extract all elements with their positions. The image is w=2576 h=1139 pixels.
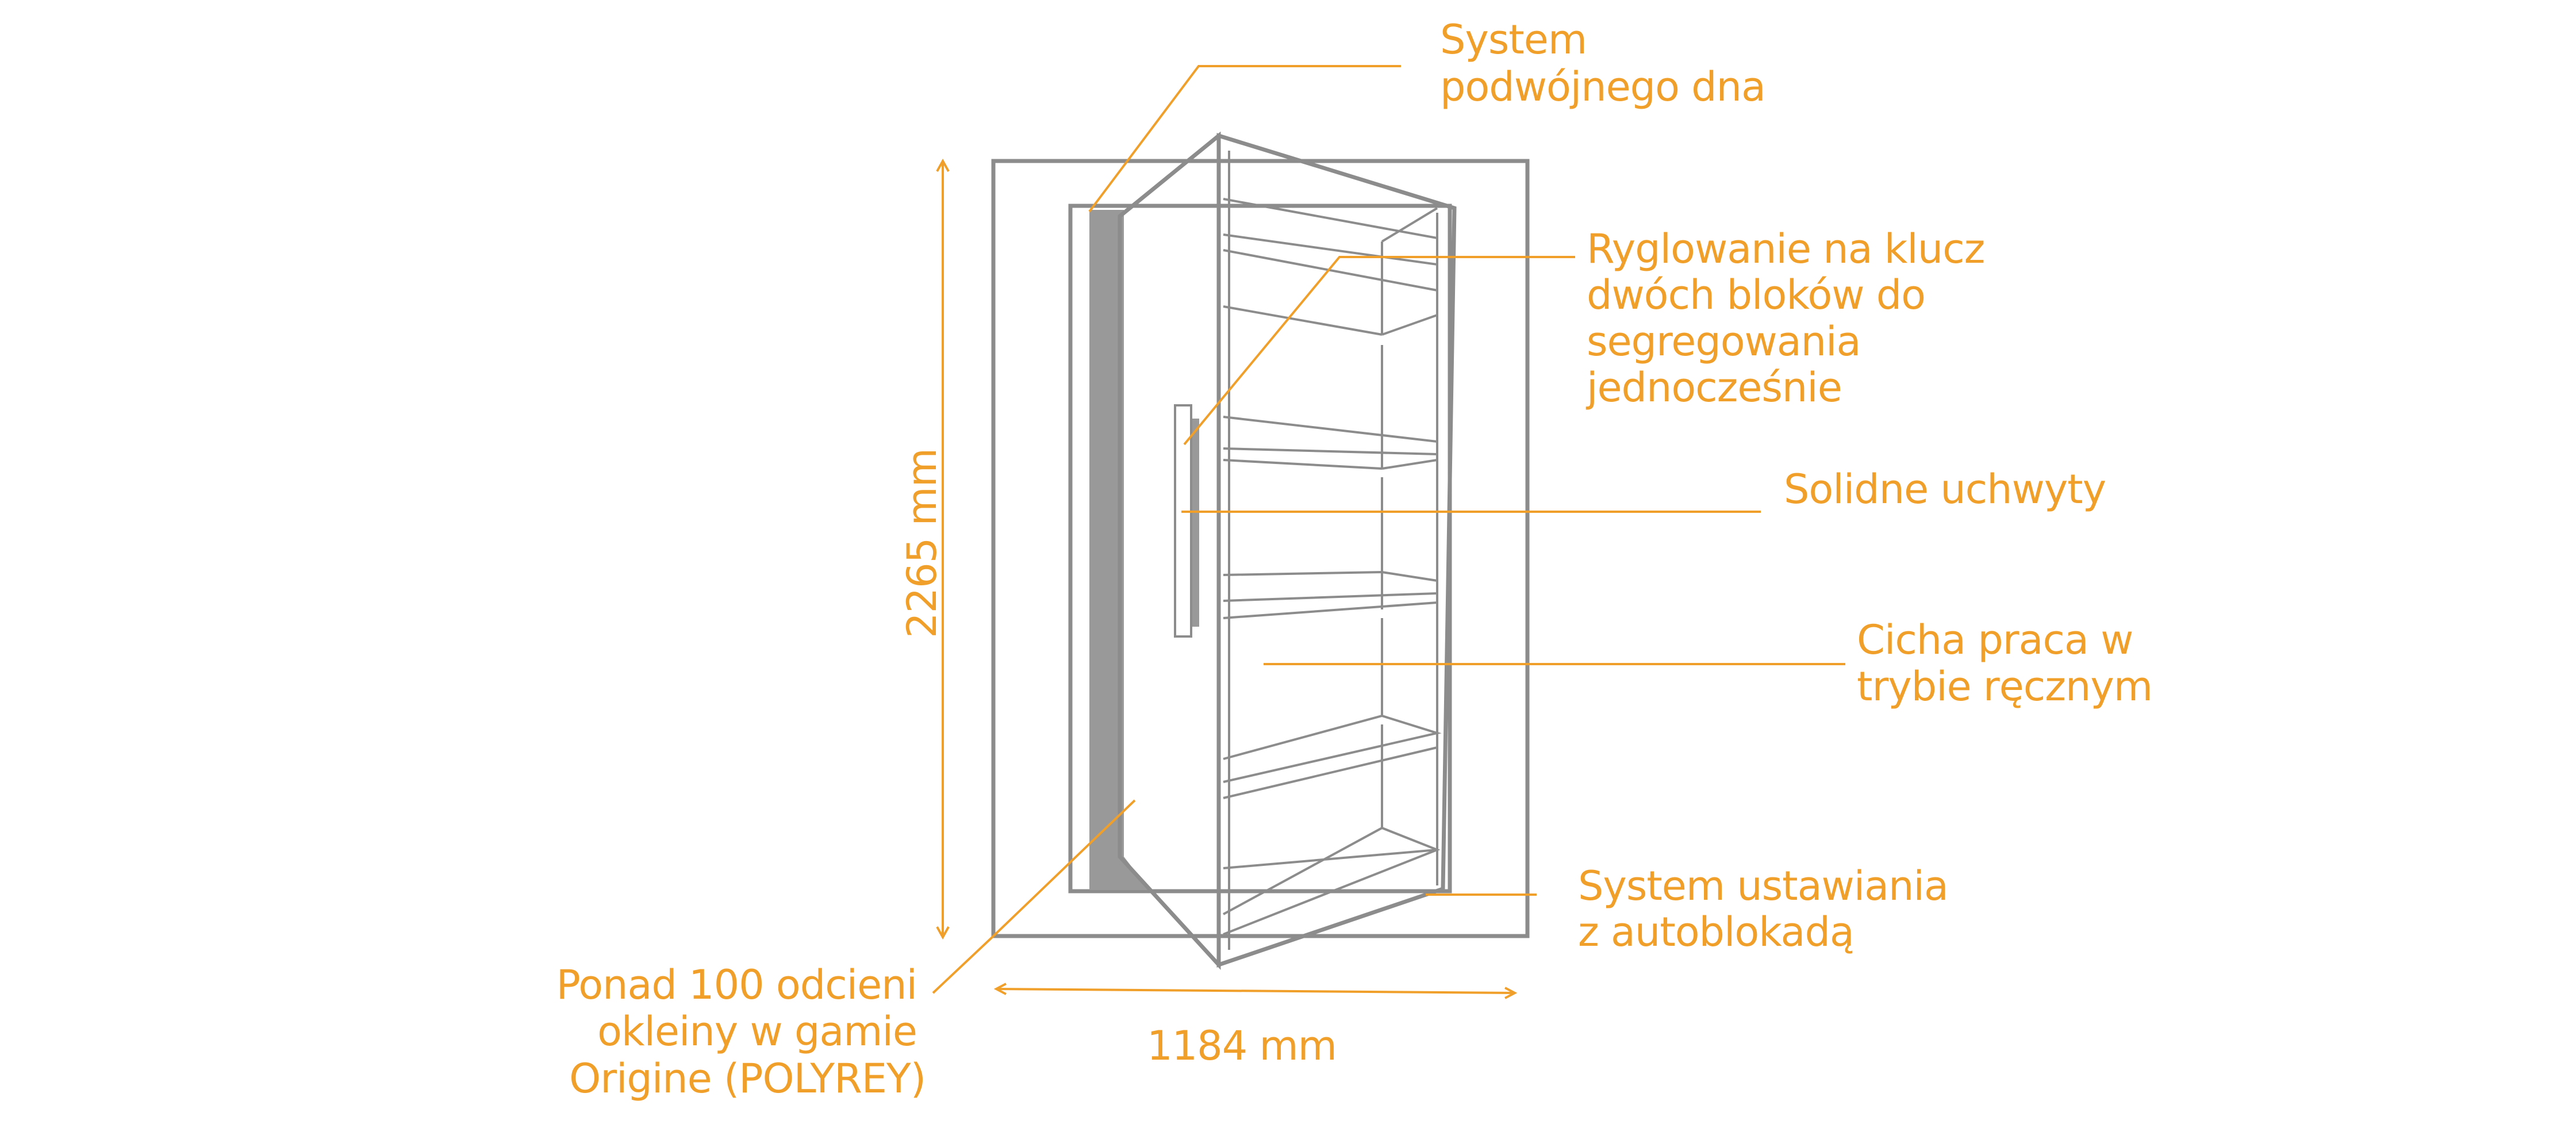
width-label: 1184 mm [1147, 1022, 1337, 1069]
width-arrow [996, 988, 1515, 994]
callout-key-locking-line-3: segregowania [1587, 318, 1860, 365]
width-dimension: 1184 mm [993, 983, 1518, 1069]
callout-double-bottom-line-1: System [1440, 16, 1587, 63]
door-handle [1174, 404, 1192, 638]
callout-key-locking-line-1: Ryglowanie na klucz [1587, 225, 1984, 273]
door-shelves [1223, 198, 1442, 935]
cabinet-outer-frame [991, 159, 1530, 938]
door-inner-edge [1216, 133, 1457, 968]
door-front-panel [1118, 131, 1221, 971]
callout-autolock: System ustawiania z autoblokadą [1578, 862, 1949, 956]
callout-double-bottom-line-2: podwójnego dna [1440, 63, 1765, 110]
callout-double-bottom: System podwójnego dna [1440, 16, 1766, 110]
callout-veneer-line-1: Ponad 100 odcieni [556, 961, 917, 1008]
callout-manual-mode-line-2: trybie ręcznym [1857, 663, 2152, 710]
callout-autolock-line-1: System ustawiania [1578, 862, 1948, 910]
callout-autolock-line-2: z autoblokadą [1578, 908, 1854, 956]
callout-key-locking-line-2: dwóch bloków do [1587, 271, 1925, 319]
cabinet-drawing [991, 131, 1530, 971]
callout-veneer: Ponad 100 odcieni okleiny w gamie Origin… [556, 961, 926, 1102]
callout-veneer-line-2: okleiny w gamie [597, 1008, 917, 1055]
leader-veneer [932, 799, 1136, 994]
leader-double-bottom [1088, 65, 1401, 213]
height-label: 2265 mm [899, 448, 946, 638]
leader-lines [932, 65, 1845, 994]
door-handle-grip [1192, 419, 1199, 627]
leader-key-locking [1183, 256, 1575, 446]
callout-veneer-line-3: Origine (POLYREY) [569, 1055, 926, 1102]
height-dimension: 2265 mm [899, 158, 950, 940]
callout-handles-line-1: Solidne uchwyty [1784, 466, 2106, 513]
callout-manual-mode: Cicha praca w trybie ręcznym [1857, 616, 2153, 710]
callout-handles: Solidne uchwyty [1784, 466, 2106, 513]
callout-key-locking-line-4: jednocześnie [1585, 364, 1842, 411]
callout-key-locking: Ryglowanie na klucz dwóch bloków do segr… [1585, 225, 1985, 411]
callout-manual-mode-line-1: Cicha praca w [1857, 616, 2133, 664]
